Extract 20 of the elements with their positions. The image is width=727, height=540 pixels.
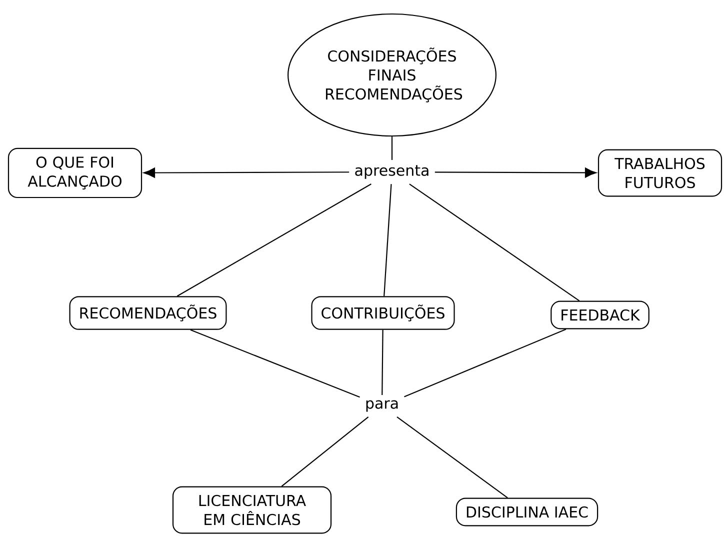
connector-line <box>409 184 580 302</box>
connector-line <box>382 330 384 396</box>
connector-line <box>404 328 566 398</box>
concept-box: O QUE FOI ALCANÇADO <box>8 148 142 198</box>
connector-line <box>281 416 369 487</box>
linking-phrase: para <box>366 400 398 412</box>
connector-line <box>190 329 360 398</box>
concept-box: DISCIPLINA IAEC <box>456 498 598 526</box>
concept-box: CONTRIBUIÇÕES <box>311 296 455 330</box>
concept-box: TRABALHOS FUTUROS <box>598 149 722 197</box>
concept-box: FEEDBACK <box>550 300 650 330</box>
connector-line <box>396 416 508 498</box>
concept-box: LICENCIATURA EM CIÊNCIAS <box>172 486 332 534</box>
arrow <box>144 168 350 178</box>
connector-line <box>391 136 393 160</box>
arrow <box>434 168 596 178</box>
connector-line <box>384 184 392 296</box>
concept-box: RECOMENDAÇÕES <box>69 296 227 330</box>
linking-phrase: apresenta <box>355 165 428 179</box>
connector-line <box>176 184 372 297</box>
